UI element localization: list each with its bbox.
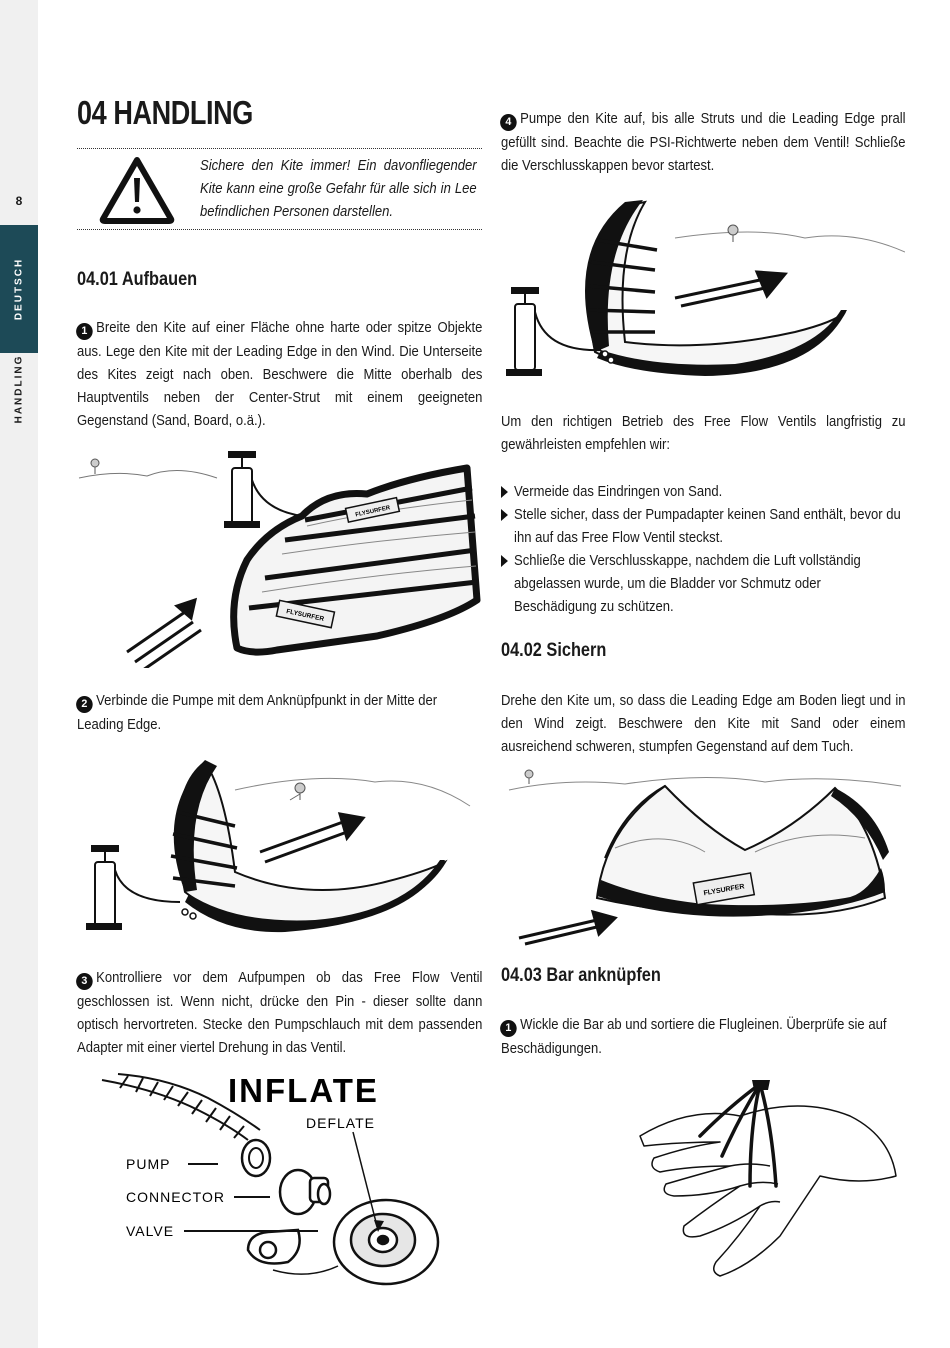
tree-icon bbox=[727, 224, 739, 242]
language-tab-label: DEUTSCH bbox=[13, 257, 25, 321]
page-title: 04 HANDLING bbox=[77, 94, 253, 131]
valve-care-list: Vermeide das Eindringen von Sand. Stelle… bbox=[501, 480, 906, 618]
kite-inflated-illustration bbox=[506, 200, 905, 376]
setup-step-2-text: Verbinde die Pumpe mit dem Anknüpfpunkt … bbox=[77, 692, 438, 733]
hand-pump-icon bbox=[86, 845, 181, 930]
step-number-badge: 1 bbox=[76, 323, 93, 340]
valve-intro: Um den richtigen Betrieb des Free Flow V… bbox=[501, 413, 906, 453]
pump-label: PUMP bbox=[126, 1156, 170, 1172]
valve-cap-icon bbox=[246, 1228, 339, 1275]
secure-heading: 04.02 Sichern bbox=[501, 640, 607, 661]
tree-icon bbox=[90, 458, 100, 474]
tree-icon bbox=[294, 782, 306, 800]
valve-icon bbox=[332, 1198, 440, 1286]
step-number-badge: 4 bbox=[500, 114, 517, 131]
kite-layout-illustration: FLYSURFER FLYSURFER bbox=[78, 451, 481, 668]
list-item: Schließe die Verschlusskappe, nachdem di… bbox=[501, 549, 906, 618]
inflate-label: INFLATE bbox=[228, 1072, 379, 1109]
divider-top bbox=[77, 148, 482, 149]
deflate-label: DEFLATE bbox=[306, 1115, 375, 1131]
valve-label: VALVE bbox=[126, 1223, 174, 1239]
kite-pump-connect-illustration bbox=[86, 760, 471, 933]
connector-icon bbox=[278, 1168, 332, 1216]
valve-diagram: INFLATE DEFLATE PUMP CONNECTOR VALVE bbox=[101, 1072, 440, 1286]
setup-step-4-text: Pumpe den Kite auf, bis alle Struts und … bbox=[501, 110, 906, 174]
tree-icon bbox=[524, 769, 534, 784]
setup-heading: 04.01 Aufbauen bbox=[77, 269, 198, 290]
hand-pump-icon bbox=[506, 287, 602, 376]
kite-secured-illustration: FLYSURFER bbox=[508, 769, 902, 946]
chapter-tab-label: HANDLING bbox=[13, 354, 25, 424]
list-item: Stelle sicher, dass der Pumpadapter kein… bbox=[501, 503, 906, 549]
bullet-arrow-icon bbox=[501, 555, 508, 567]
pump-hose-icon bbox=[101, 1073, 261, 1141]
secure-text: Drehe den Kite um, so dass die Leading E… bbox=[501, 692, 906, 755]
setup-step-3-text: Kontrolliere vor dem Aufpumpen ob das Fr… bbox=[77, 969, 483, 1056]
wind-arrow-icon bbox=[126, 597, 202, 668]
connector-label: CONNECTOR bbox=[126, 1189, 225, 1205]
side-strip bbox=[0, 0, 38, 1348]
bullet-arrow-icon bbox=[501, 509, 508, 521]
list-item: Vermeide das Eindringen von Sand. bbox=[501, 480, 906, 503]
wind-arrow-icon bbox=[518, 909, 618, 946]
hand-lines-illustration bbox=[639, 1080, 897, 1277]
step-number-badge: 1 bbox=[500, 1020, 517, 1037]
hand-icon bbox=[639, 1105, 897, 1277]
divider-bottom bbox=[77, 229, 482, 230]
wind-arrow-icon bbox=[674, 270, 788, 308]
hand-pump-icon bbox=[224, 451, 303, 528]
bullet-arrow-icon bbox=[501, 486, 508, 498]
setup-step-1-text: Breite den Kite auf einer Fläche ohne ha… bbox=[77, 319, 483, 429]
bar-step-1-text: Wickle die Bar ab und sortiere die Flugl… bbox=[501, 1016, 887, 1057]
warning-triangle-icon bbox=[99, 157, 175, 224]
step-number-badge: 2 bbox=[76, 696, 93, 713]
language-tab[interactable] bbox=[0, 225, 38, 353]
wind-arrow-icon bbox=[259, 812, 366, 864]
page-number: 8 bbox=[15, 194, 23, 208]
step-number-badge: 3 bbox=[76, 973, 93, 990]
warning-text: Sichere den Kite immer! Ein davonfliegen… bbox=[200, 157, 477, 220]
bar-heading: 04.03 Bar anknüpfen bbox=[501, 965, 661, 986]
